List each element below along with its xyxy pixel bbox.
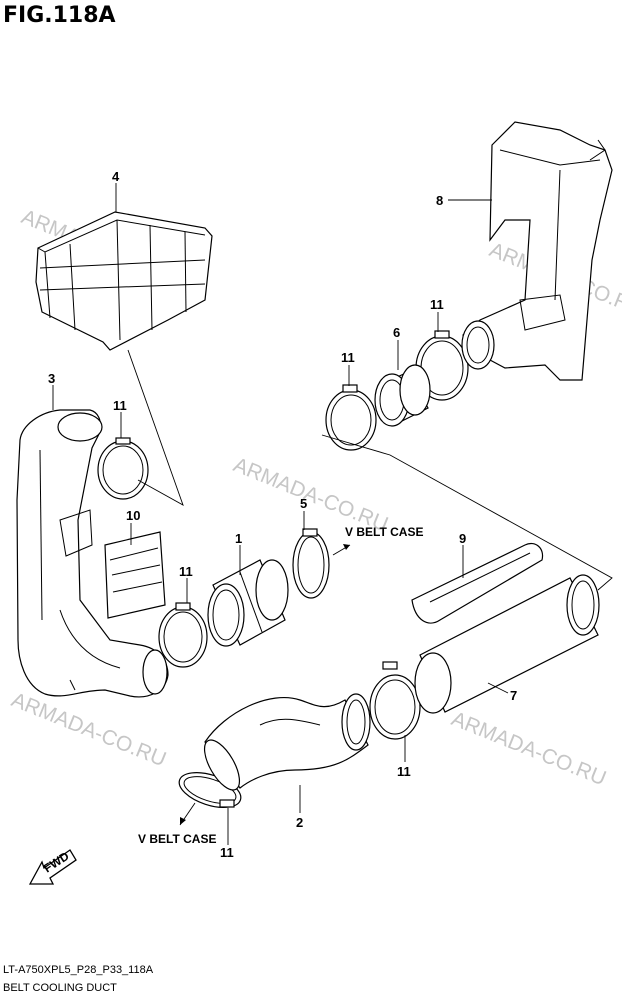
part-8-duct bbox=[461, 121, 613, 381]
callout-8: 8 bbox=[436, 193, 443, 208]
guide-line-cover bbox=[127, 349, 184, 506]
callout-11: 11 bbox=[220, 845, 234, 860]
callout-10: 10 bbox=[126, 508, 140, 523]
callout-3: 3 bbox=[48, 371, 55, 386]
watermark: ARMADA-CO.RU bbox=[448, 707, 609, 790]
part-10-plate bbox=[104, 531, 166, 619]
part-5-ring bbox=[292, 528, 330, 599]
fwd-arrow: FWD bbox=[28, 849, 77, 885]
figure-title: FIG.118A bbox=[3, 3, 116, 28]
watermark: ARMADA-CO.RU bbox=[230, 453, 391, 536]
callout-5: 5 bbox=[300, 496, 307, 511]
callout-2: 2 bbox=[296, 815, 303, 830]
part-6-sleeve bbox=[374, 364, 431, 427]
figure-caption: BELT COOLING DUCT bbox=[3, 982, 117, 994]
guide-line-right bbox=[321, 434, 613, 591]
arrow-head-upper bbox=[343, 544, 350, 550]
part-4-cover bbox=[35, 211, 213, 351]
callout-9: 9 bbox=[459, 531, 466, 546]
note-v-belt-case-lower: V BELT CASE bbox=[138, 832, 216, 846]
callout-4: 4 bbox=[112, 169, 120, 184]
part-2-elbow bbox=[203, 693, 371, 791]
part-9-shell bbox=[411, 542, 544, 624]
note-v-belt-case-upper: V BELT CASE bbox=[345, 525, 423, 539]
clamp-11-right-lower bbox=[369, 661, 421, 740]
callout-11: 11 bbox=[179, 564, 193, 579]
watermark: ARMADA-CO.RU bbox=[8, 688, 169, 771]
callout-11: 11 bbox=[113, 398, 127, 413]
leader-7 bbox=[487, 682, 509, 694]
part-1-sleeve bbox=[207, 559, 289, 647]
clamp-11-left-upper bbox=[97, 437, 149, 500]
figure-code: LT-A750XPL5_P28_P33_118A bbox=[3, 964, 154, 976]
callout-6: 6 bbox=[393, 325, 400, 340]
callout-11: 11 bbox=[341, 350, 355, 365]
clamp-11-center bbox=[325, 384, 377, 451]
callout-1: 1 bbox=[235, 531, 242, 546]
callout-11: 11 bbox=[397, 764, 411, 779]
part-7-tube bbox=[414, 574, 600, 714]
callout-7: 7 bbox=[510, 688, 517, 703]
clamp-11-left-lower bbox=[158, 602, 208, 668]
arrow-head-lower bbox=[180, 817, 186, 825]
callout-11: 11 bbox=[430, 297, 444, 312]
part-3-duct bbox=[16, 409, 169, 698]
